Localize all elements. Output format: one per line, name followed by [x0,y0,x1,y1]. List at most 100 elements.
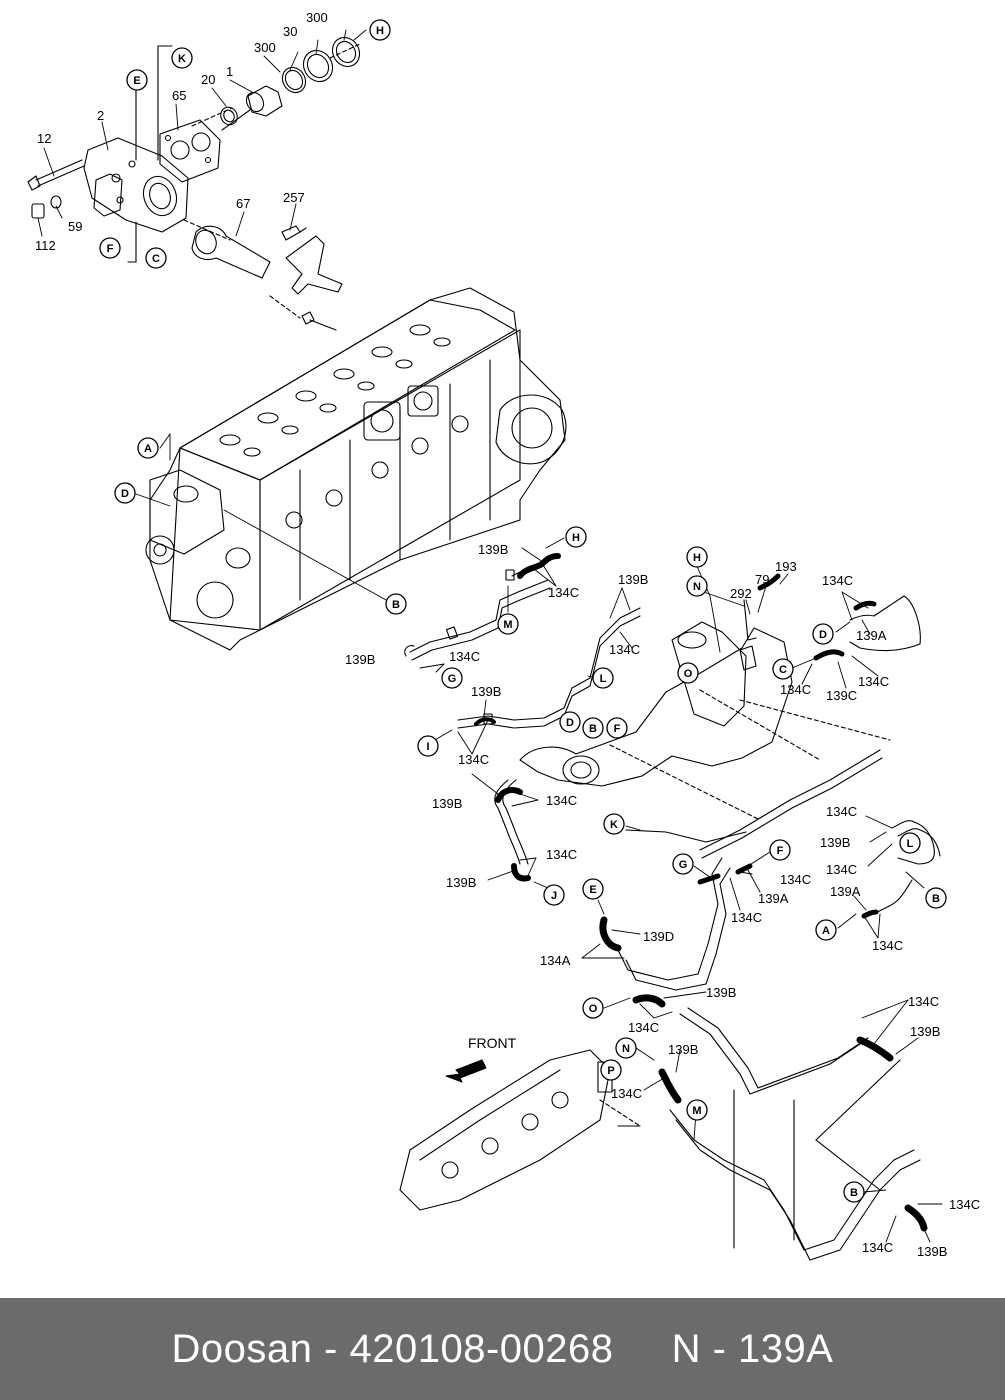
callout-k-mid: K [610,819,618,831]
callout-n-thermo: N [693,581,701,593]
part-label: 139B [917,1244,947,1259]
footer-separator: - [700,1326,739,1371]
coolant-manifold [519,573,921,991]
lower-coolant-routing [399,994,928,1261]
footer-brand: Doosan [171,1326,313,1371]
part-label: 139B [618,572,648,587]
part-label: 1 [226,64,233,79]
footer-part-number: 420108-00268 [349,1326,614,1371]
callout-b-thermo: B [589,723,597,735]
callout-f-thermo: F [614,723,621,735]
callout-g-mid: G [679,859,688,871]
callout-h-pipe: H [572,532,580,544]
callout-c-right: C [779,664,787,676]
front-label: FRONT [468,1035,517,1051]
footer-caption: Doosan - 420108-00268 N - 139A [172,1327,834,1372]
callout-d-thermo: D [566,717,574,729]
callout-h-top: H [376,25,384,37]
part-label: 134C [628,1020,659,1035]
part-label: 134C [449,649,480,664]
part-label: 139B [478,542,508,557]
callout-e-mid: E [589,884,596,896]
callout-l-pipe: L [600,673,607,685]
callout-l-right: L [907,838,914,850]
callout-h-thermo: H [693,552,701,564]
part-label: 134C [822,573,853,588]
footer-banner: Doosan - 420108-00268 N - 139A [0,1298,1005,1400]
callout-b-engine: B [392,599,400,611]
part-label: 139A [758,891,789,906]
part-label: 139B [820,835,850,850]
part-label: 300 [306,10,328,25]
part-label: 300 [254,40,276,55]
part-label: 134C [609,642,640,657]
callout-f-top: F [107,243,114,255]
part-label: 134C [546,847,577,862]
callout-a-right: A [822,925,830,937]
leader-lines [37,29,943,1243]
part-label: 139B [706,985,736,1000]
part-label: 139B [471,684,501,699]
part-label: 139A [830,884,861,899]
callout-d-engine: D [121,488,129,500]
part-label: 134C [611,1086,642,1101]
part-label: 134C [858,674,889,689]
part-label: 65 [172,88,186,103]
callout-d-right: D [819,629,827,641]
callout-k: K [178,53,186,65]
footer-gap [614,1327,672,1371]
part-label: 139C [826,688,857,703]
parts-diagram: K E H F C A D B H M G L I H N O D B F D … [27,10,980,1261]
callout-e: E [133,75,140,87]
callout-j-mid: J [551,890,557,902]
part-label: 134C [908,994,939,1009]
thermostat-housing-assembly [27,36,361,331]
part-label: 193 [775,559,797,574]
part-label: 134C [780,682,811,697]
coolant-hose-routing-left [404,553,641,882]
part-label: 12 [37,131,51,146]
part-label: 134C [458,752,489,767]
part-label: 30 [283,24,297,39]
part-label: 59 [68,219,82,234]
part-label: 134C [826,862,857,877]
callout-m-low: M [692,1105,701,1117]
part-label: 134C [780,872,811,887]
part-label: 139B [910,1024,940,1039]
callout-m-pipe: M [503,619,512,631]
part-label: 79 [755,572,769,587]
footer-part-ref: 139A [738,1326,834,1371]
footer-ref-letter: N [671,1326,701,1371]
callout-o-thermo: O [684,668,693,680]
part-number-labels: 300 30 300 20 1 65 2 12 59 112 67 257 13… [35,10,980,1259]
coolant-hose-right [697,820,941,919]
part-label: 67 [236,196,250,211]
callout-f-mid: F [777,845,784,857]
callout-b-right: B [932,893,940,905]
callout-letters: K E H F C A D B H M G L I H N O D B F D … [107,25,940,1199]
part-label: 139B [345,652,375,667]
part-label: 134C [826,804,857,819]
part-label: 134C [862,1240,893,1255]
part-label: 134C [949,1197,980,1212]
part-label: 257 [283,190,305,205]
footer-separator: - [312,1326,350,1371]
callout-c-top: C [152,253,160,265]
callout-n-low: N [622,1043,630,1055]
callout-i-pipe: I [426,741,429,753]
part-label: 139A [856,628,887,643]
part-label: 134C [546,793,577,808]
part-label: 139D [643,929,674,944]
callout-o-low: O [589,1003,598,1015]
part-label: 139B [668,1042,698,1057]
callout-p-low: P [607,1065,614,1077]
callout-a-engine: A [144,443,152,455]
part-label: 112 [35,238,56,253]
part-label: 139B [432,796,462,811]
part-label: 134A [540,953,571,968]
part-label: 292 [730,586,752,601]
part-label: 20 [201,72,215,87]
part-label: 139B [446,875,476,890]
part-label: 134C [731,910,762,925]
engine-block [145,287,567,651]
